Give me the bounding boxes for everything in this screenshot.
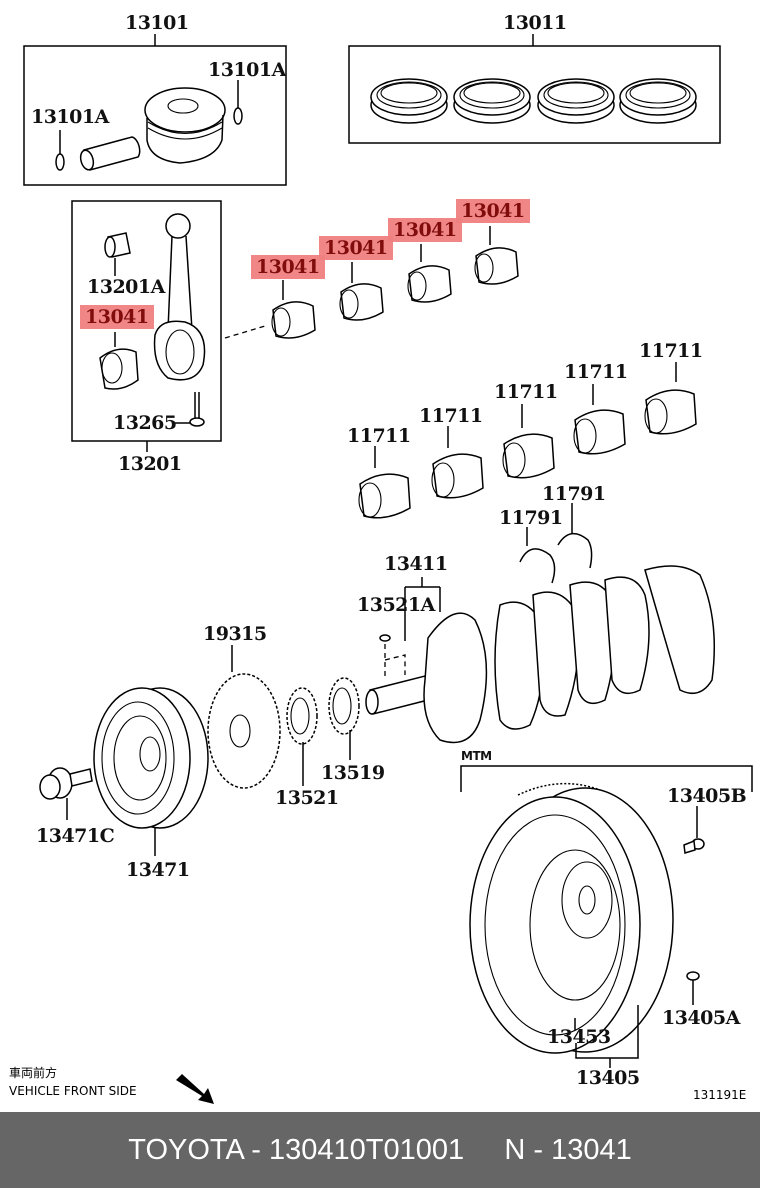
label-ring-gear: 13453 bbox=[547, 1026, 611, 1048]
label-main-bearing-3: 11711 bbox=[494, 381, 558, 403]
footer-part-number-text: TOYOTA - 130410T01001 N - 13041 bbox=[128, 1133, 632, 1166]
label-snap-ring-left: 13101A bbox=[31, 106, 109, 128]
crank-key-icon bbox=[379, 634, 391, 642]
flywheel-icon bbox=[469, 782, 674, 1068]
main-bearing-3-icon bbox=[502, 433, 555, 479]
piston-set-group bbox=[23, 34, 287, 186]
conrod-bearing-3-icon bbox=[407, 265, 452, 303]
flywheel-pin-icon bbox=[686, 971, 700, 1005]
thrust-washer-1-icon bbox=[519, 548, 556, 584]
timing-rotor-icon bbox=[207, 645, 281, 789]
label-crankshaft: 13411 bbox=[384, 553, 448, 575]
label-crank-sprocket: 13521 bbox=[275, 787, 339, 809]
snap-ring-right-icon bbox=[233, 107, 243, 125]
label-conrod-bearing-inbox-highlighted[interactable]: 13041 bbox=[80, 305, 154, 329]
label-piston-ring-set: 13011 bbox=[503, 12, 567, 34]
main-bearing-5-icon bbox=[644, 389, 697, 435]
snap-ring-left-icon bbox=[55, 153, 65, 171]
flywheel-bolt-icon bbox=[683, 806, 705, 854]
label-piston-set: 13101 bbox=[125, 12, 189, 34]
conrod-bearing-4-icon bbox=[474, 247, 519, 285]
conrod-bearing-inbox-icon bbox=[99, 348, 139, 390]
label-snap-ring-right: 13101A bbox=[208, 59, 286, 81]
label-conrod-assy: 13201 bbox=[118, 453, 182, 475]
label-main-bearing-2: 11711 bbox=[419, 405, 483, 427]
conrod-bearings-row bbox=[271, 226, 519, 339]
piston-ring-set-box bbox=[348, 45, 721, 144]
conrod-bearing-2-icon bbox=[339, 283, 384, 321]
label-flywheel-bolt: 13405B bbox=[667, 785, 747, 807]
piston-rings-icon bbox=[370, 78, 697, 124]
label-main-bearing-4: 11711 bbox=[564, 361, 628, 383]
crank-sprocket-icon bbox=[286, 687, 318, 786]
label-conrod-bearing-2-highlighted[interactable]: 13041 bbox=[319, 236, 393, 260]
label-crank-pulley: 13471 bbox=[126, 859, 190, 881]
label-timing-rotor: 19315 bbox=[203, 623, 267, 645]
piston-ring-set-group bbox=[348, 34, 721, 144]
conrod-bolt-icon bbox=[189, 392, 205, 427]
conrod-icon bbox=[153, 213, 206, 381]
front-side-en: VEHICLE FRONT SIDE bbox=[9, 1084, 137, 1098]
mtm-bracket bbox=[460, 765, 753, 792]
crank-pulley-icon bbox=[93, 687, 209, 856]
main-bearing-1-icon bbox=[358, 473, 411, 519]
bushing-icon bbox=[104, 232, 131, 258]
main-bearings-row bbox=[358, 362, 697, 519]
label-main-bearing-5: 11711 bbox=[639, 340, 703, 362]
label-crank-gear: 13519 bbox=[321, 762, 385, 784]
label-pulley-bolt: 13471C bbox=[36, 825, 115, 847]
piston-icon bbox=[144, 87, 226, 164]
label-flywheel: 13405 bbox=[576, 1067, 640, 1089]
label-conrod-bolt: 13265 bbox=[113, 412, 177, 434]
part-number-footer: TOYOTA - 130410T01001 N - 13041 bbox=[0, 1112, 760, 1188]
main-bearing-2-icon bbox=[431, 453, 484, 499]
label-conrod-bearing-3-highlighted[interactable]: 13041 bbox=[388, 218, 462, 242]
parts-diagram: 13101 13011 13101A 13101A 13201A 13041 1… bbox=[9, 12, 753, 1104]
thrust-washers bbox=[519, 503, 593, 584]
label-thrust-washer-2: 11791 bbox=[542, 483, 606, 505]
diagram-code: 131191E bbox=[693, 1088, 747, 1102]
crankshaft-icon bbox=[365, 565, 716, 744]
label-conrod-bearing-1-highlighted[interactable]: 13041 bbox=[251, 255, 325, 279]
pulley-bolt-icon bbox=[39, 767, 93, 820]
diagram-drawing bbox=[23, 34, 753, 1104]
conrod-group bbox=[71, 200, 222, 452]
label-bushing: 13201A bbox=[87, 276, 165, 298]
label-crank-key: 13521A bbox=[357, 594, 435, 616]
label-main-bearing-1: 11711 bbox=[347, 425, 411, 447]
conrod-bearing-1-icon bbox=[271, 301, 316, 339]
label-thrust-washer-1: 11791 bbox=[499, 507, 563, 529]
thrust-washer-2-icon bbox=[557, 532, 593, 569]
label-variant-mtm: MTM bbox=[461, 749, 492, 763]
main-bearing-4-icon bbox=[573, 409, 626, 455]
vehicle-front-arrow-icon bbox=[176, 1074, 214, 1104]
front-side-jp: 車両前方 bbox=[9, 1066, 58, 1080]
label-flywheel-pin: 13405A bbox=[662, 1007, 740, 1029]
label-conrod-bearing-4-highlighted[interactable]: 13041 bbox=[456, 199, 530, 223]
crank-gear-icon bbox=[328, 677, 360, 760]
piston-pin-icon bbox=[79, 136, 141, 171]
